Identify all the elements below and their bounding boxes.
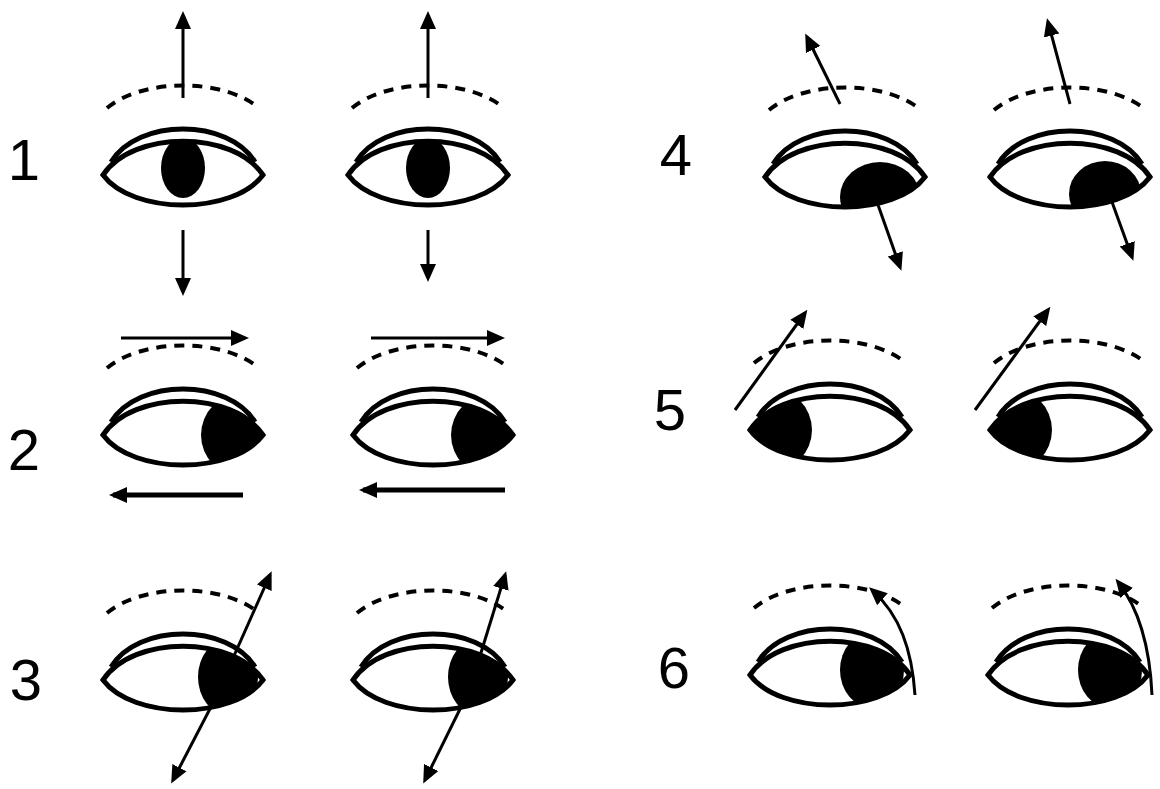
step-number: 3 [10, 651, 42, 709]
step-number: 4 [660, 126, 692, 184]
step-number: 5 [654, 381, 686, 439]
step-number: 1 [8, 131, 40, 189]
step-number: 6 [658, 639, 690, 697]
step-number: 2 [8, 421, 40, 479]
